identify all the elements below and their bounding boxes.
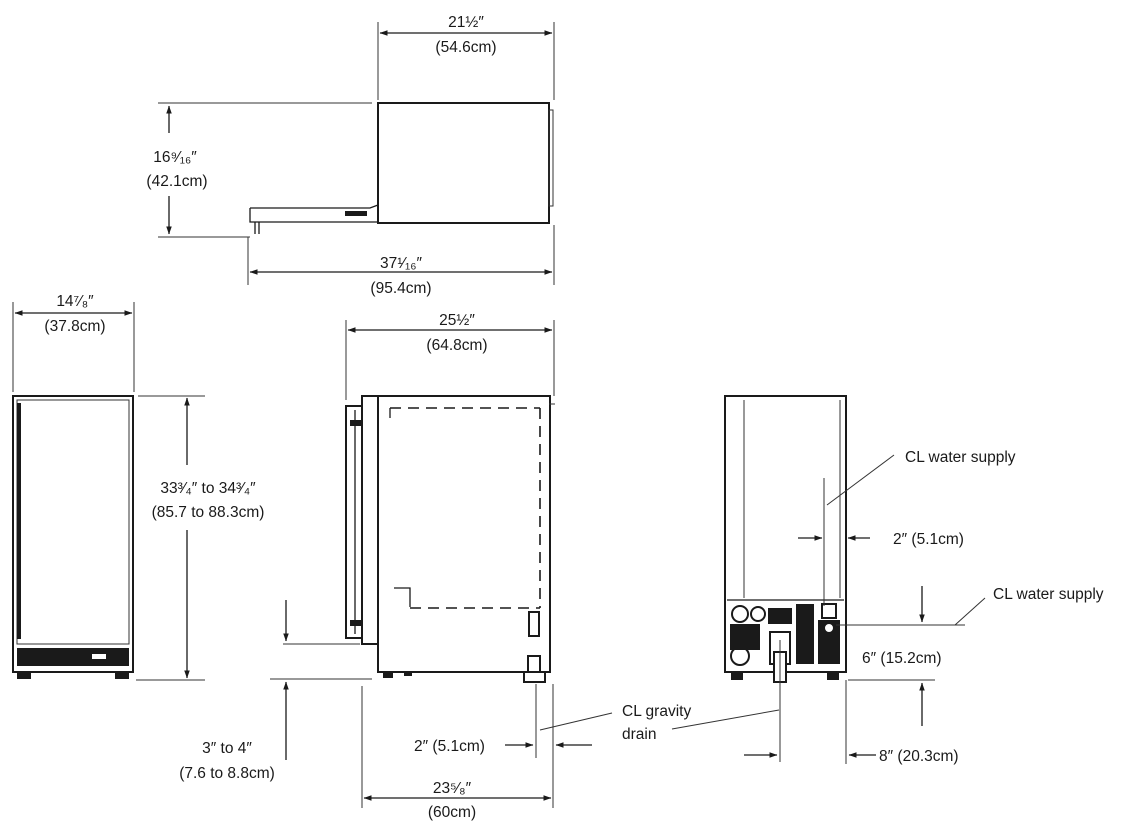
side-view: 25½″ (64.8cm) 3″ to 4″ (7.6 to 8.8cm) 23… bbox=[179, 312, 592, 821]
top-view-door-foot bbox=[254, 222, 260, 234]
front-view-door-edge bbox=[17, 403, 21, 639]
top-depth-metric: (54.6cm) bbox=[435, 39, 496, 56]
water-supply-leader-1 bbox=[826, 454, 895, 506]
back-view-vent-top bbox=[768, 608, 792, 624]
top-view: 21½″ (54.6cm) 16⁹⁄₁₆″ (42.1cm) 37¹⁄₁₆″ (… bbox=[146, 14, 555, 297]
back-height-label: 6″ (15.2cm) bbox=[862, 650, 942, 667]
front-width-metric: (37.8cm) bbox=[44, 318, 105, 335]
side-view-foot-front-2 bbox=[404, 672, 412, 676]
front-view-kickplate bbox=[17, 648, 129, 666]
side-base-fraction: 23⁵⁄₈″ bbox=[433, 780, 472, 797]
side-view-handle-mount-top bbox=[350, 420, 362, 426]
back-view-vent-center bbox=[796, 604, 814, 664]
side-leg-metric: (7.6 to 8.8cm) bbox=[179, 765, 275, 782]
back-view: CL water supply CL water supply 2″ (5.1c… bbox=[539, 395, 1104, 765]
front-view: 14⁷⁄₈″ (37.8cm) 33³⁄₄″ to 34³⁄₄″ (85.7 t… bbox=[12, 293, 265, 681]
top-depth-fraction: 21½″ bbox=[448, 14, 484, 31]
front-view-foot-right bbox=[115, 672, 129, 679]
gravity-drain-label-line2: drain bbox=[622, 726, 656, 743]
side-depth-fraction: 25½″ bbox=[439, 312, 475, 329]
top-view-door-handle bbox=[345, 211, 367, 216]
side-view-bin-scoop bbox=[394, 587, 411, 607]
back-view-vent-left bbox=[730, 624, 760, 650]
front-view-foot-left bbox=[17, 672, 31, 679]
side-view-drain-pipe bbox=[528, 611, 540, 637]
front-width-fraction: 14⁷⁄₈″ bbox=[56, 293, 94, 310]
back-water-offset-label: 2″ (5.1cm) bbox=[893, 531, 964, 548]
top-view-rear-lip bbox=[548, 109, 554, 207]
back-view-water-inlet bbox=[821, 603, 837, 619]
side-view-drain-foot bbox=[523, 671, 546, 683]
water-supply-label-1: CL water supply bbox=[905, 449, 1016, 466]
top-open-fraction: 37¹⁄₁₆″ bbox=[380, 255, 422, 272]
side-view-drain-outlet bbox=[527, 655, 541, 673]
water-supply-label-2: CL water supply bbox=[993, 586, 1104, 603]
gravity-drain-label-line1: CL gravity bbox=[622, 703, 691, 720]
top-height-fraction: 16⁹⁄₁₆″ bbox=[153, 149, 197, 166]
top-view-open-door bbox=[249, 204, 379, 223]
back-view-fitting-2 bbox=[750, 606, 766, 622]
top-view-cabinet bbox=[377, 102, 550, 224]
gravity-drain-leader-side bbox=[539, 712, 613, 731]
water-supply-leader-2 bbox=[954, 597, 986, 626]
front-height-fraction: 33³⁄₄″ to 34³⁄₄″ bbox=[160, 480, 256, 497]
side-view-cabinet bbox=[377, 395, 551, 673]
side-leg-fraction: 3″ to 4″ bbox=[202, 740, 252, 757]
back-view-fitting-1 bbox=[731, 605, 749, 623]
back-view-foot-left bbox=[731, 672, 743, 680]
top-open-metric: (95.4cm) bbox=[370, 280, 431, 297]
side-view-foot-front bbox=[383, 672, 393, 678]
back-view-water-valve bbox=[823, 622, 835, 634]
side-drain-offset-label: 2″ (5.1cm) bbox=[414, 738, 485, 755]
side-view-handle bbox=[345, 405, 363, 639]
side-view-door bbox=[361, 395, 379, 645]
back-drain-offset-label: 8″ (20.3cm) bbox=[879, 748, 959, 765]
front-height-metric: (85.7 to 88.3cm) bbox=[152, 504, 265, 521]
top-height-metric: (42.1cm) bbox=[146, 173, 207, 190]
side-depth-metric: (64.8cm) bbox=[426, 337, 487, 354]
back-view-foot-right bbox=[827, 672, 839, 680]
front-view-door bbox=[12, 395, 134, 673]
front-view-logo bbox=[92, 654, 106, 659]
gravity-drain-leader-back bbox=[671, 709, 780, 730]
side-base-metric: (60cm) bbox=[428, 804, 476, 821]
side-view-handle-mount-bottom bbox=[350, 620, 362, 626]
back-view-vent-right bbox=[818, 620, 840, 664]
